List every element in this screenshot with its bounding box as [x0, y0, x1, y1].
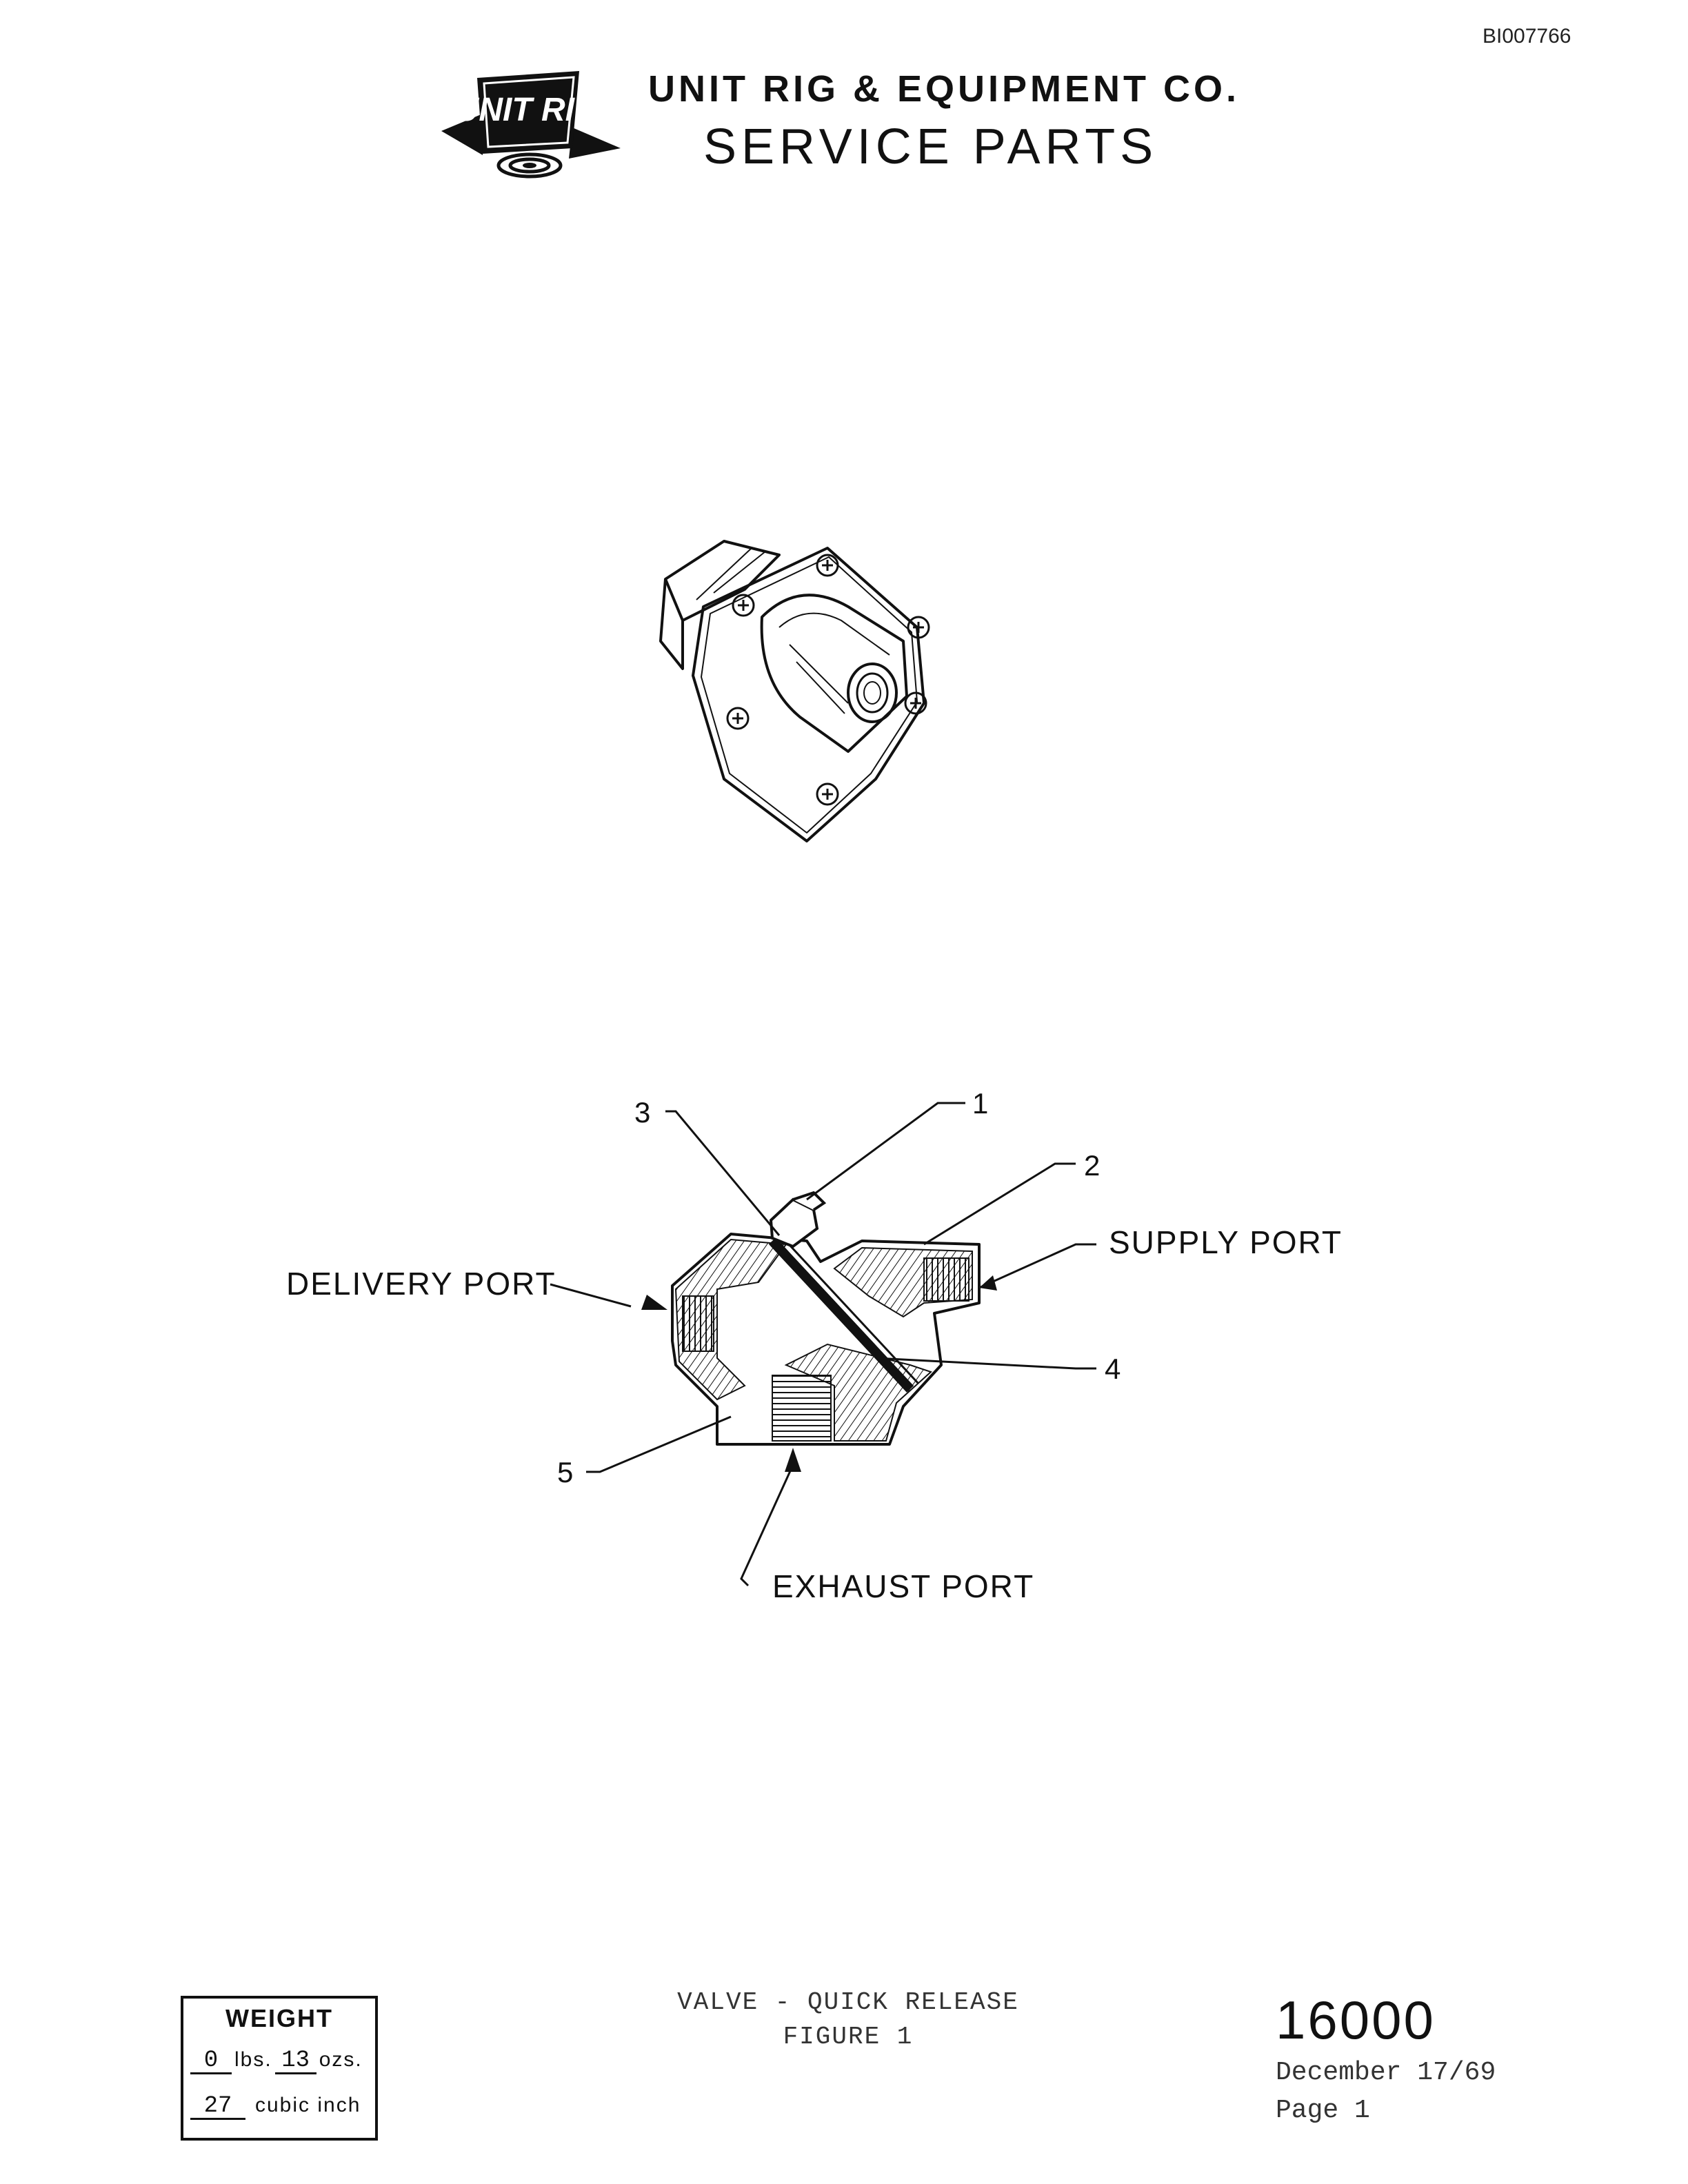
volume-row: 27 cubic inch	[190, 2094, 363, 2120]
company-name: UNIT RIG & EQUIPMENT CO.	[648, 68, 1240, 110]
callout-4: 4	[1105, 1353, 1121, 1385]
part-number: 16000	[1276, 1990, 1436, 2050]
callout-5: 5	[557, 1456, 573, 1488]
callout-2: 2	[1084, 1149, 1100, 1182]
weight-ozs-value: 13	[274, 2049, 316, 2074]
weight-ozs-unit: ozs.	[319, 2048, 363, 2071]
caption-figure: FIGURE 1	[783, 2023, 914, 2051]
exhaust-port-label: EXHAUST PORT	[772, 1568, 1034, 1604]
figure-caption: VALVE - QUICK RELEASE FIGURE 1	[621, 1985, 1076, 2054]
valve-isometric-drawing	[659, 540, 930, 842]
logo-text: UNIT RIG	[455, 92, 601, 128]
weight-title: WEIGHT	[225, 2004, 333, 2032]
supply-port-label: SUPPLY PORT	[1109, 1224, 1343, 1260]
issue-date: December 17/69	[1276, 2058, 1496, 2087]
volume-unit: cubic inch	[255, 2094, 361, 2116]
weight-lbs-unit: lbs.	[234, 2048, 272, 2071]
callout-3: 3	[634, 1096, 650, 1129]
volume-value: 27	[190, 2094, 245, 2120]
delivery-port-label: DELIVERY PORT	[286, 1266, 556, 1302]
callout-1: 1	[972, 1087, 988, 1120]
unit-rig-logo: UNIT RIG	[441, 71, 621, 179]
page-number: Page 1	[1276, 2096, 1370, 2125]
weight-lbs-value: 0	[190, 2049, 232, 2074]
valve-cross-section-drawing: 1 2 3 4 5 DELIVERY PORT SUPPLY PORT EXHA…	[286, 1087, 1343, 1604]
caption-title: VALVE - QUICK RELEASE	[677, 1988, 1019, 2016]
document-id: BI007766	[1483, 25, 1571, 48]
page-heading: SERVICE PARTS	[703, 119, 1158, 174]
